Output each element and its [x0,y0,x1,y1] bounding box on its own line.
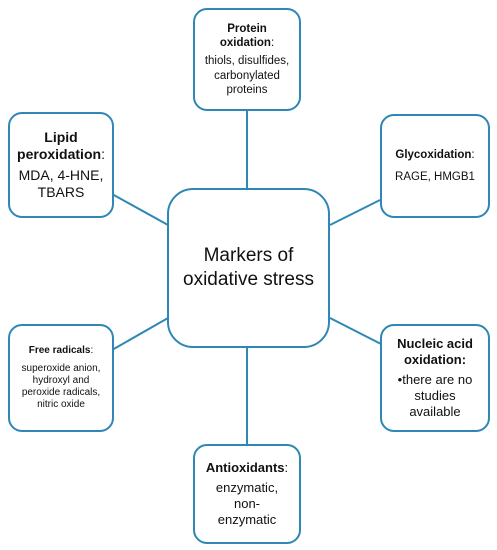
free-body-l4: nitric oxide [37,399,85,411]
antiox-body-l3: enzymatic [217,511,277,527]
nucleic-title-l2: oxidation: [403,352,467,368]
center-node-markers-of-oxidative-stress: Markers of oxidative stress [167,188,330,348]
lipid-body-l2: TBARS [37,184,85,201]
lipid-title-l2: peroxidation [17,145,102,162]
nucleic-title-l1: Nucleic acid [397,336,473,352]
free-body-l1: superoxide anion, [21,362,101,374]
glyco-title: Glycoxidation [395,148,472,161]
free-body-l3: peroxide radicals, [21,387,101,399]
antiox-title: Antioxidants [205,460,285,476]
lipid-colon: : [101,145,105,162]
nucleic-body-l1: •there are no [397,372,473,388]
node-nucleic-acid-oxidation: Nucleic acid oxidation: •there are no st… [380,324,490,432]
free-title: Free radicals [28,344,91,356]
free-colon: : [90,344,94,356]
protein-title-l2: oxidation [219,37,271,50]
node-protein-oxidation: Protein oxidation: thiols, disulfides, c… [193,8,301,111]
connector-glycoxidation [329,199,381,226]
lipid-body-l1: MDA, 4-HNE, [18,167,104,183]
antiox-body-l1: enzymatic, [215,480,279,496]
glyco-colon: : [471,148,475,161]
connector-nucleic-acid [329,317,382,345]
nucleic-body-l2: studies [414,387,456,403]
protein-body-l2: carbonylated [214,69,280,82]
node-glycoxidation: Glycoxidation: RAGE, HMGB1 [380,114,490,218]
lipid-title-l1: Lipid [44,128,78,145]
antiox-colon: : [284,460,289,476]
antiox-body-l2: non- [233,496,261,511]
protein-colon: : [270,37,275,50]
free-body-l2: hydroxyl and [32,374,90,386]
connector-free-radicals [111,317,169,351]
protein-body-l1: thiols, disulfides, [204,55,290,68]
node-free-radicals: Free radicals: superoxide anion, hydroxy… [8,324,114,432]
center-line2: oxidative stress [183,269,314,290]
protein-title-l1: Protein [227,23,267,36]
node-lipid-peroxidation: Lipid peroxidation: MDA, 4-HNE, TBARS [8,112,114,218]
glyco-body: RAGE, HMGB1 [395,171,475,183]
node-antioxidants: Antioxidants: enzymatic, non- enzymatic [193,444,301,544]
center-line1: Markers of [203,245,294,267]
connector-lipid [111,193,169,226]
nucleic-body-l3: available [409,403,461,419]
protein-body-l3: proteins [226,83,268,96]
